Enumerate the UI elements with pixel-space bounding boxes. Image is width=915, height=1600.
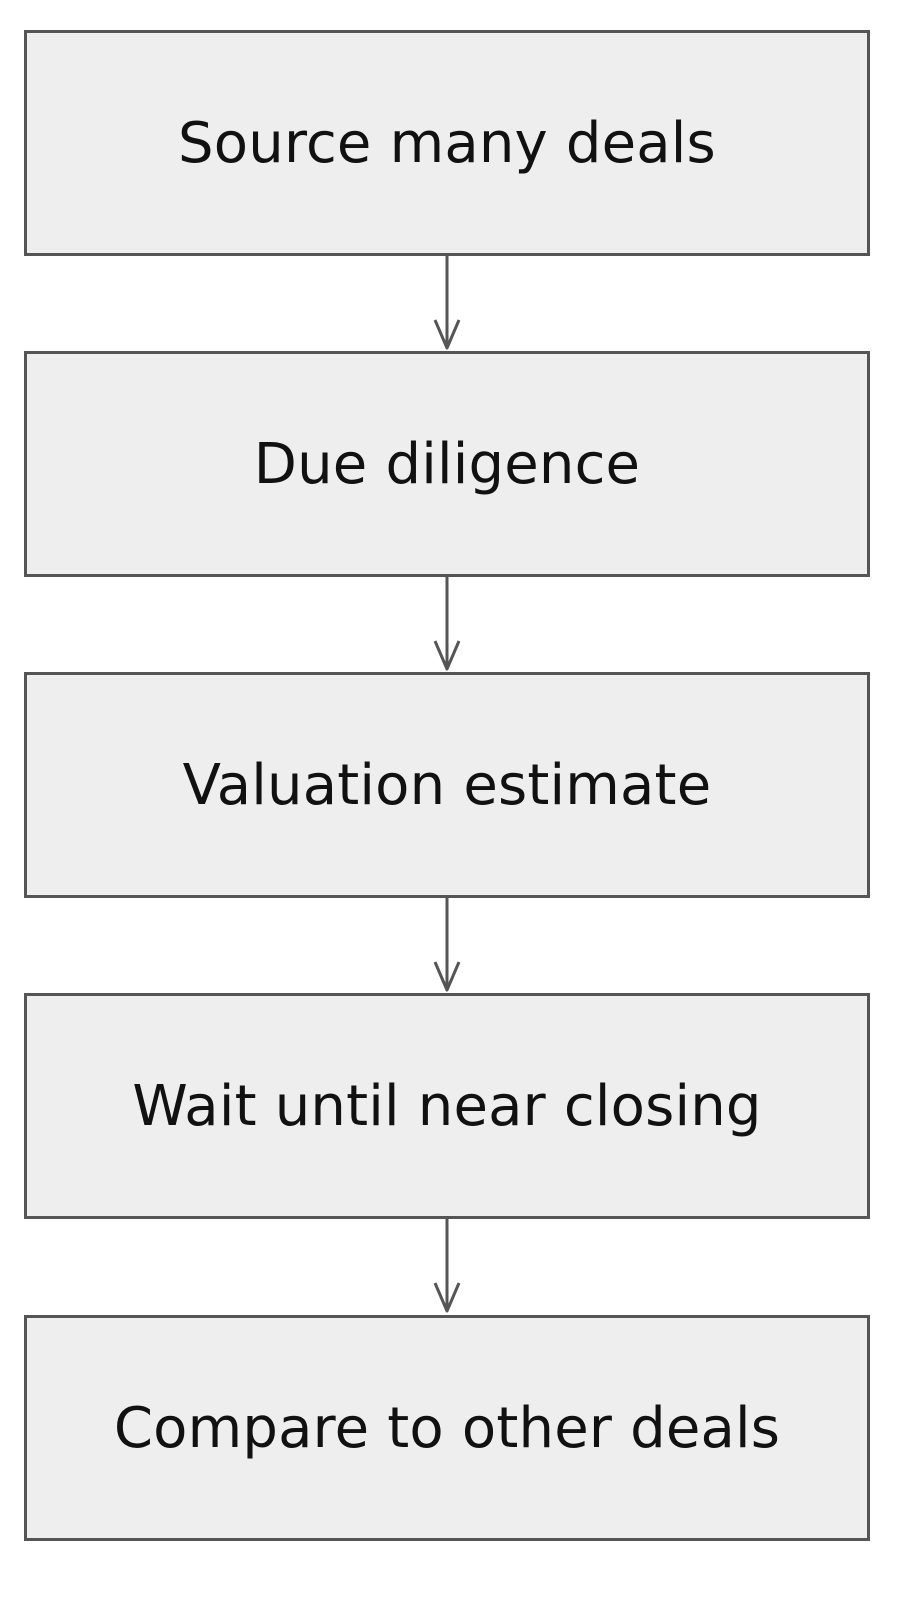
step-label: Source many deals xyxy=(178,110,716,176)
step-box-due-diligence: Due diligence xyxy=(24,351,870,577)
step-box-compare-to-other-deals: Compare to other deals xyxy=(24,1315,870,1541)
step-box-wait-until-near-closing: Wait until near closing xyxy=(24,993,870,1219)
step-box-source-many-deals: Source many deals xyxy=(24,30,870,256)
step-label: Wait until near closing xyxy=(132,1073,762,1139)
down-arrow-icon xyxy=(433,898,461,992)
down-arrow-icon xyxy=(433,256,461,350)
down-arrow-icon xyxy=(433,1219,461,1313)
down-arrow-icon xyxy=(433,577,461,671)
step-label: Due diligence xyxy=(253,431,641,497)
step-box-valuation-estimate: Valuation estimate xyxy=(24,672,870,898)
step-label: Valuation estimate xyxy=(182,752,712,818)
step-label: Compare to other deals xyxy=(113,1395,781,1461)
